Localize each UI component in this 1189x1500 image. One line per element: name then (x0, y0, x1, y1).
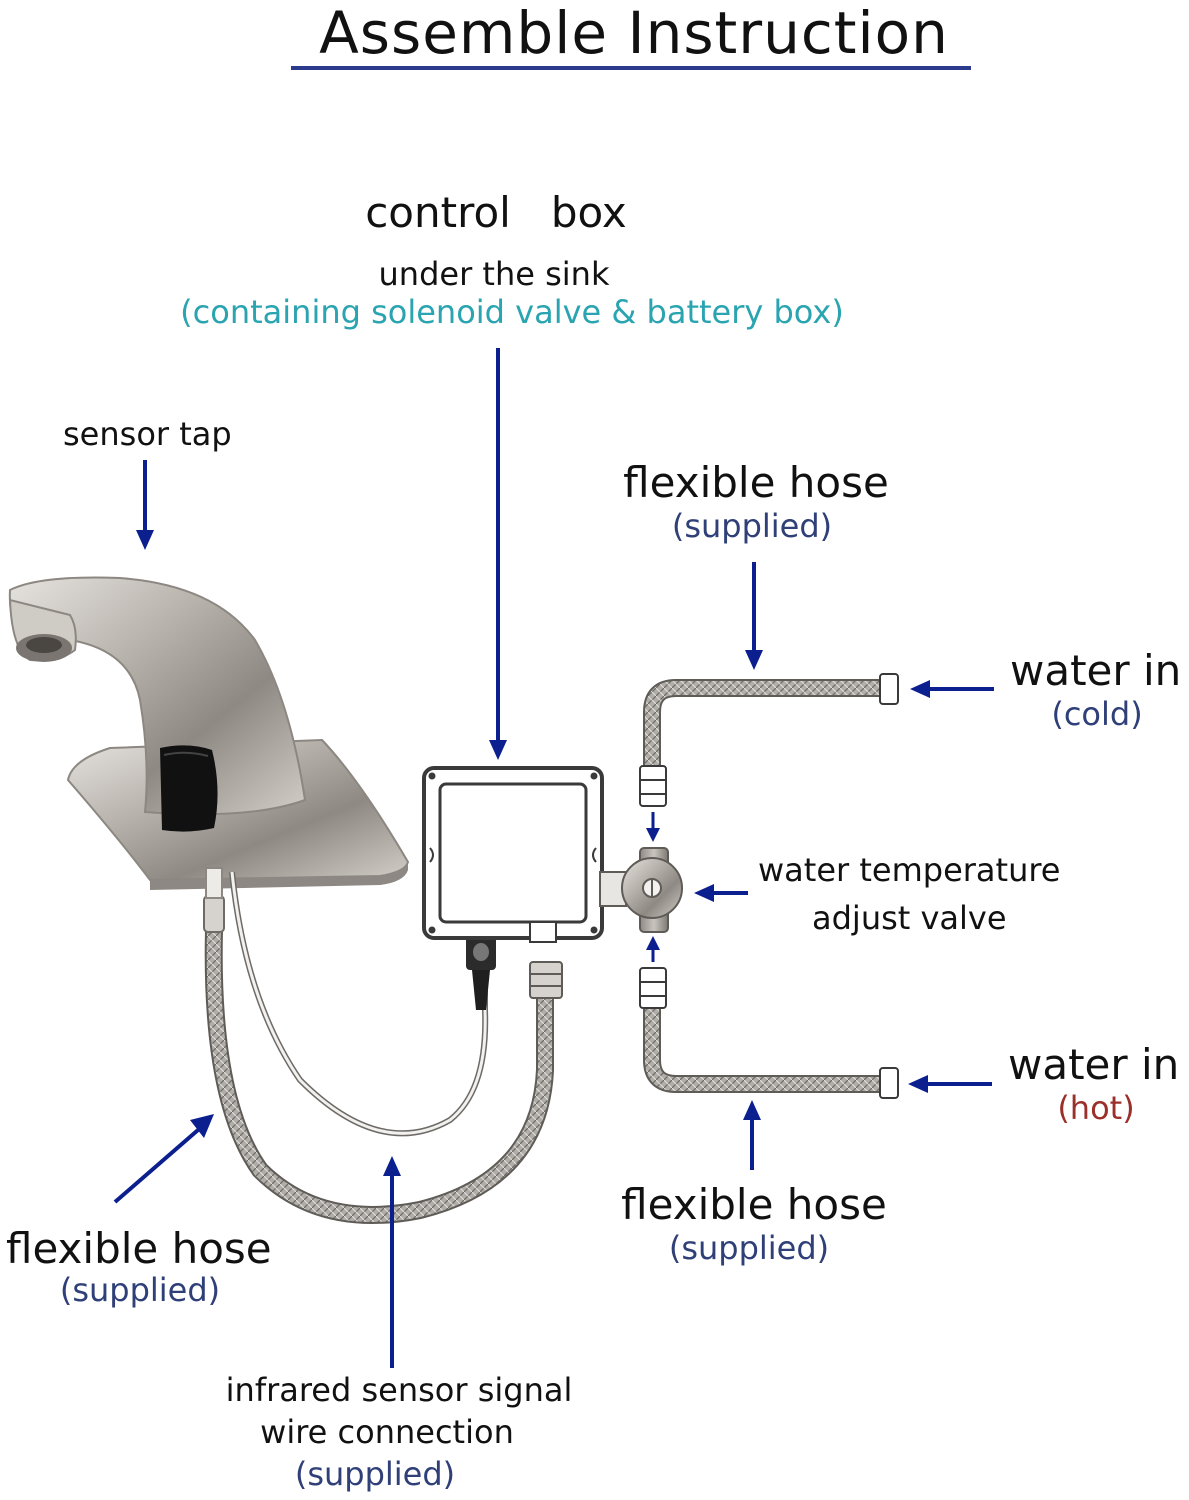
page-title: Assemble Instruction (319, 0, 949, 67)
temp-valve-line1: water temperature (758, 851, 1061, 889)
water-hot-title: water in (1008, 1040, 1180, 1089)
temp-valve-arrow-head (694, 884, 714, 902)
sensor-tap-label: sensor tap (63, 415, 232, 453)
hose-top-right-note: (supplied) (671, 507, 833, 545)
sensor-wire-line1: infrared sensor signal (225, 1371, 573, 1409)
hose-bottom-right-note: (supplied) (668, 1229, 830, 1267)
control-box-arrow-head (489, 740, 507, 760)
control-box-title: control box (365, 188, 627, 237)
hose-top-right-arrow-head (745, 650, 763, 670)
temperature-valve-illustration (621, 847, 683, 933)
left-hoses (203, 867, 563, 1224)
control-box-illustration (422, 766, 627, 943)
control-box-contents: (containing solenoid valve & battery box… (180, 293, 844, 331)
sensor-wire-line3: (supplied) (294, 1455, 456, 1493)
hose-bottom-right-arrow-head (743, 1100, 761, 1120)
right-hoses (639, 673, 899, 1099)
water-cold-arrow-head (910, 680, 930, 698)
sensor-tap-illustration (8, 576, 410, 890)
hose-top-right-title: flexible hose (623, 458, 889, 507)
hose-bottom-right-title: flexible hose (621, 1180, 887, 1229)
water-cold-note: (cold) (1051, 695, 1143, 733)
hose-left-arrow-head (190, 1114, 214, 1138)
water-hot-note: (hot) (1057, 1089, 1135, 1127)
annotation-arrows (113, 348, 994, 1368)
control-box-location: under the sink (378, 255, 610, 293)
hose-left-arrow (113, 1128, 200, 1204)
sensor-tap-arrow-head (136, 530, 154, 550)
hose-left-title: flexible hose (6, 1224, 272, 1273)
water-cold-title: water in (1010, 646, 1182, 695)
valve-bottom-arrow-head (646, 936, 660, 950)
temp-valve-line2: adjust valve (812, 899, 1007, 937)
hose-left-note: (supplied) (59, 1271, 221, 1309)
sensor-wire-line2: wire connection (260, 1413, 514, 1451)
sensor-wire-arrow-head (383, 1156, 401, 1176)
valve-top-arrow-head (646, 828, 660, 842)
water-hot-arrow-head (908, 1075, 928, 1093)
